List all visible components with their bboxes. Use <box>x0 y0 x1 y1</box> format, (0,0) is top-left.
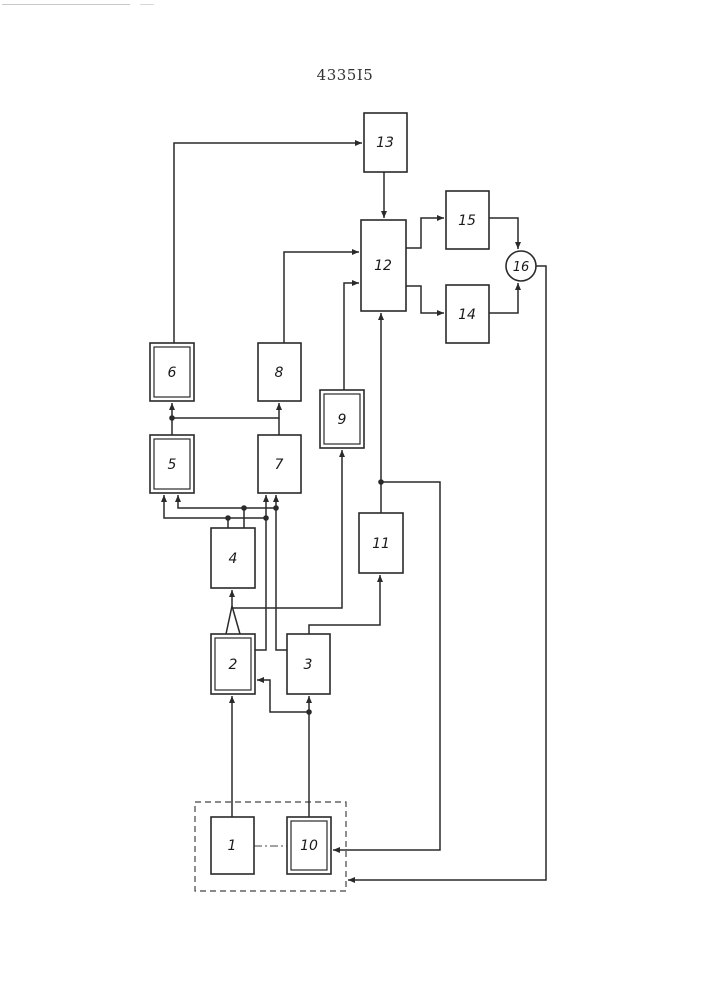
link-2-to-4-b <box>232 606 240 634</box>
block-6: 6 <box>150 343 194 401</box>
block-13: 13 <box>364 113 407 172</box>
block-4: 4 <box>211 528 255 588</box>
block-1: 1 <box>211 817 254 874</box>
link-12-to-15 <box>406 218 444 248</box>
link-15-to-16 <box>489 218 518 249</box>
block-5: 5 <box>150 435 194 493</box>
block-7-label: 7 <box>275 457 284 473</box>
block-14: 14 <box>446 285 489 343</box>
link-2-to-4-a <box>226 606 232 634</box>
link-9-to-12 <box>344 283 359 390</box>
link-8-to-12 <box>284 252 359 343</box>
link-14-to-16 <box>489 283 518 313</box>
block-12-label: 12 <box>374 258 392 274</box>
block-15: 15 <box>446 191 489 249</box>
block-8-label: 8 <box>275 365 284 381</box>
block-11-label: 11 <box>372 536 390 552</box>
block-5-label: 5 <box>168 457 177 473</box>
block-13-label: 13 <box>376 135 394 151</box>
block-9: 9 <box>320 390 364 448</box>
block-9-label: 9 <box>338 412 347 428</box>
block-15-label: 15 <box>458 213 476 229</box>
link-4-to-5b <box>178 495 244 528</box>
link-6-to-13 <box>174 143 362 343</box>
block-2-label: 2 <box>229 657 238 673</box>
block-11: 11 <box>359 513 403 573</box>
block-16-label: 16 <box>513 260 530 275</box>
link-3-to-7 <box>276 495 287 650</box>
block-8: 8 <box>258 343 301 401</box>
link-12-to-14 <box>406 286 444 313</box>
block-2: 2 <box>211 634 255 694</box>
block-16-summator: 16 <box>506 251 536 281</box>
block-6-label: 6 <box>168 365 177 381</box>
block-14-label: 14 <box>458 307 476 323</box>
link-3-to-11 <box>309 575 380 634</box>
block-4-label: 4 <box>229 551 238 567</box>
block-3: 3 <box>287 634 330 694</box>
link-5-to-8 <box>172 403 279 418</box>
block-10-label: 10 <box>300 838 318 854</box>
link-4-to-5a <box>164 495 228 518</box>
block-1-label: 1 <box>228 838 237 854</box>
block-12: 12 <box>361 220 406 311</box>
block-3-label: 3 <box>304 657 313 673</box>
block-10: 10 <box>287 817 331 874</box>
block-7: 7 <box>258 435 301 493</box>
